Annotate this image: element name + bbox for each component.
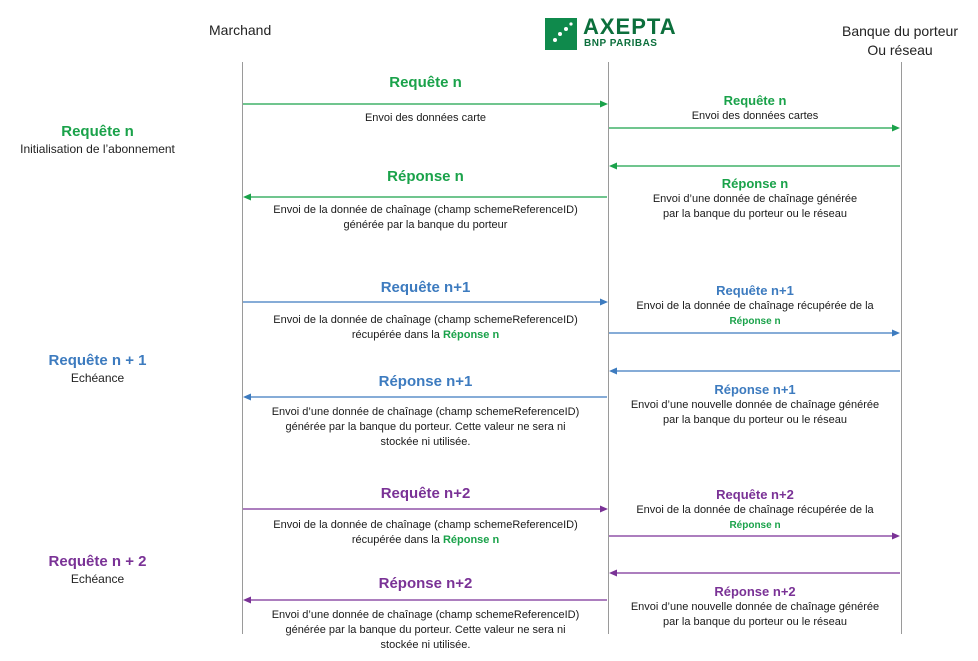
right-resp-n2-text: Envoi d’une nouvelle donnée de chaînage …	[609, 600, 901, 630]
left-resp-n1-text: Envoi d’une donnée de chaînage (champ sc…	[243, 405, 608, 450]
right-resp-n-text: Envoi d’une donnée de chaînage générée p…	[609, 192, 901, 222]
right-resp-n2-title: Réponse n+2	[714, 584, 796, 599]
right-req-n2-title: Requête n+2	[716, 487, 794, 502]
text-line: Envoi de la donnée de chaînage (champ sc…	[273, 204, 578, 216]
right-req-n-title: Requête n	[723, 93, 787, 108]
left-resp-n-title: Réponse n	[387, 168, 464, 185]
logo-wordmark: AXEPTA	[583, 14, 677, 39]
text-line: Envoi d’une donnée de chaînage générée	[652, 193, 858, 205]
phase-title: Requête n + 2	[48, 553, 147, 570]
left-req-n1-title: Requête n+1	[380, 279, 471, 296]
axepta-logo-icon	[545, 18, 577, 50]
left-resp-n1-title: Réponse n+1	[378, 373, 473, 390]
arrow-left-req-n1	[243, 298, 608, 306]
left-req-n-title: Requête n	[389, 74, 462, 91]
text-line: Envoi de la donnée de chaînage récupérée…	[636, 504, 874, 516]
arrow-left-req-n2	[243, 505, 608, 513]
axepta-lifeline	[608, 62, 609, 634]
arrow-right-resp-n2	[609, 569, 900, 577]
phase-echeance-1: Requête n + 1 Echéance	[0, 352, 195, 385]
arrow-left-resp-n	[243, 193, 607, 201]
text-line: générée par la banque du porteur. Cette …	[285, 421, 566, 433]
bank-label-line2: Ou réseau	[867, 42, 933, 58]
arrow-left-resp-n1	[243, 393, 607, 401]
left-req-n-text: Envoi des données carte	[364, 112, 487, 124]
text-line: Envoi d’une nouvelle donnée de chaînage …	[630, 601, 880, 613]
phase-title: Requête n + 1	[48, 352, 147, 369]
text-line: générée par la banque du porteur	[343, 219, 508, 231]
text-line: par la banque du porteur ou le réseau	[662, 616, 848, 628]
arrow-left-req-n	[243, 100, 608, 108]
right-resp-n-title: Réponse n	[721, 176, 789, 191]
bank-label: Banque du porteur Ou réseau	[830, 22, 970, 60]
phase-subtitle: Initialisation de l’abonnement	[20, 142, 175, 156]
highlight-response-n: Réponse n	[729, 520, 781, 531]
highlight-response-n: Réponse n	[442, 329, 500, 341]
logo-subtitle: BNP PARIBAS	[584, 38, 658, 49]
highlight-response-n: Réponse n	[729, 316, 781, 327]
arrow-right-req-n1	[609, 329, 900, 337]
right-resp-n1-title: Réponse n+1	[714, 382, 796, 397]
right-req-n-text: Envoi des données cartes	[691, 110, 819, 122]
text-line: Envoi d’une donnée de chaînage (champ sc…	[271, 609, 580, 621]
text-line: générée par la banque du porteur. Cette …	[285, 624, 566, 636]
left-req-n1-text: Envoi de la donnée de chaînage (champ sc…	[243, 313, 608, 343]
phase-subtitle: Echéance	[70, 572, 125, 586]
left-req-n2-title: Requête n+2	[380, 485, 471, 502]
left-resp-n2-title: Réponse n+2	[378, 575, 473, 592]
text-line: Envoi d’une donnée de chaînage (champ sc…	[271, 406, 580, 418]
arrow-right-resp-n1	[609, 367, 900, 375]
arrow-right-req-n2	[609, 532, 900, 540]
text-line: Envoi de la donnée de chaînage (champ sc…	[273, 519, 578, 531]
bank-lifeline	[901, 62, 902, 634]
right-req-n2-text: Envoi de la donnée de chaînage récupérée…	[609, 503, 901, 533]
left-resp-n-text: Envoi de la donnée de chaînage (champ sc…	[243, 203, 608, 233]
text-line: Envoi de la donnée de chaînage récupérée…	[636, 300, 874, 312]
right-resp-n1-text: Envoi d’une nouvelle donnée de chaînage …	[609, 398, 901, 428]
phase-title: Requête n	[61, 123, 134, 140]
text-line: Envoi d’une nouvelle donnée de chaînage …	[630, 399, 880, 411]
text-line: stockée ni utilisée.	[380, 639, 471, 651]
text-line: stockée ni utilisée.	[380, 436, 471, 448]
text-line: par la banque du porteur ou le réseau	[662, 414, 848, 426]
right-req-n1-text: Envoi de la donnée de chaînage récupérée…	[609, 299, 901, 329]
text-line: récupérée dans la Réponse n	[243, 328, 608, 343]
right-req-n1-title: Requête n+1	[716, 283, 794, 298]
arrow-right-req-n	[609, 124, 900, 132]
bank-label-line1: Banque du porteur	[842, 23, 958, 39]
text-prefix: récupérée dans la	[351, 534, 443, 546]
left-req-n2-text: Envoi de la donnée de chaînage (champ sc…	[243, 518, 608, 548]
text-line: Envoi de la donnée de chaînage (champ sc…	[273, 314, 578, 326]
text-line: récupérée dans la Réponse n	[243, 533, 608, 548]
arrow-left-resp-n2	[243, 596, 607, 604]
merchant-lifeline	[242, 62, 243, 634]
highlight-response-n: Réponse n	[442, 534, 500, 546]
arrow-right-resp-n	[609, 162, 900, 170]
merchant-label: Marchand	[209, 22, 272, 38]
text-prefix: récupérée dans la	[351, 329, 443, 341]
text-line: par la banque du porteur ou le réseau	[662, 208, 848, 220]
phase-subtitle: Echéance	[70, 371, 125, 385]
phase-initialisation: Requête n Initialisation de l’abonnement	[0, 123, 195, 156]
phase-echeance-2: Requête n + 2 Echéance	[0, 553, 195, 586]
left-resp-n2-text: Envoi d’une donnée de chaînage (champ sc…	[243, 608, 608, 653]
